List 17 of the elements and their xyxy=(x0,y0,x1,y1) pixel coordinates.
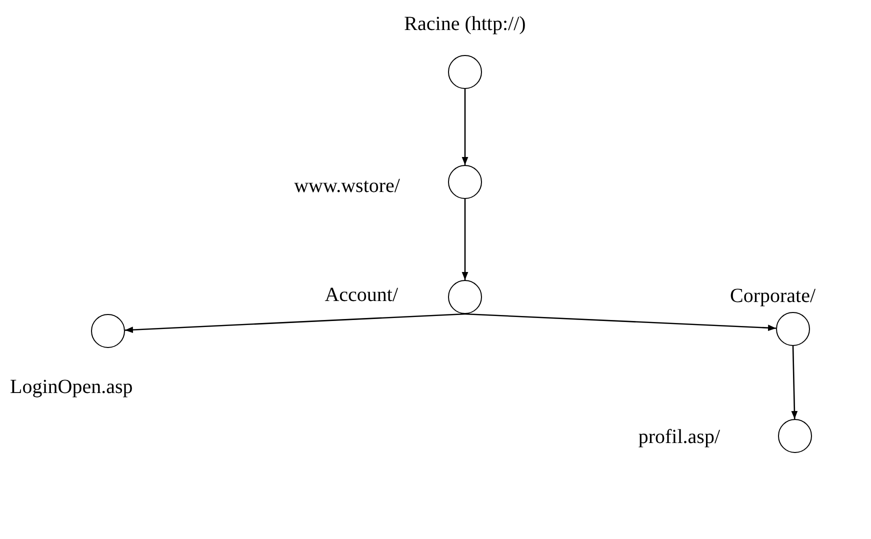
node-label: LoginOpen.asp xyxy=(10,375,133,399)
tree-node-circle xyxy=(776,312,810,346)
tree-node-circle xyxy=(91,314,125,348)
arrow xyxy=(791,346,798,420)
node-label: Corporate/ xyxy=(730,284,816,308)
arrow xyxy=(462,89,468,165)
tree-node-circle xyxy=(448,165,482,199)
arrow xyxy=(462,199,468,280)
tree-node-circle xyxy=(448,55,482,89)
node-label: Racine (http://) xyxy=(404,12,526,36)
node-label: www.wstore/ xyxy=(294,174,400,198)
tree-node-circle xyxy=(778,419,812,453)
arrow xyxy=(124,313,466,333)
node-label: Account/ xyxy=(324,283,398,307)
node-label: profil.asp/ xyxy=(638,425,720,449)
arrow xyxy=(464,313,776,332)
tree-node-circle xyxy=(448,280,482,314)
